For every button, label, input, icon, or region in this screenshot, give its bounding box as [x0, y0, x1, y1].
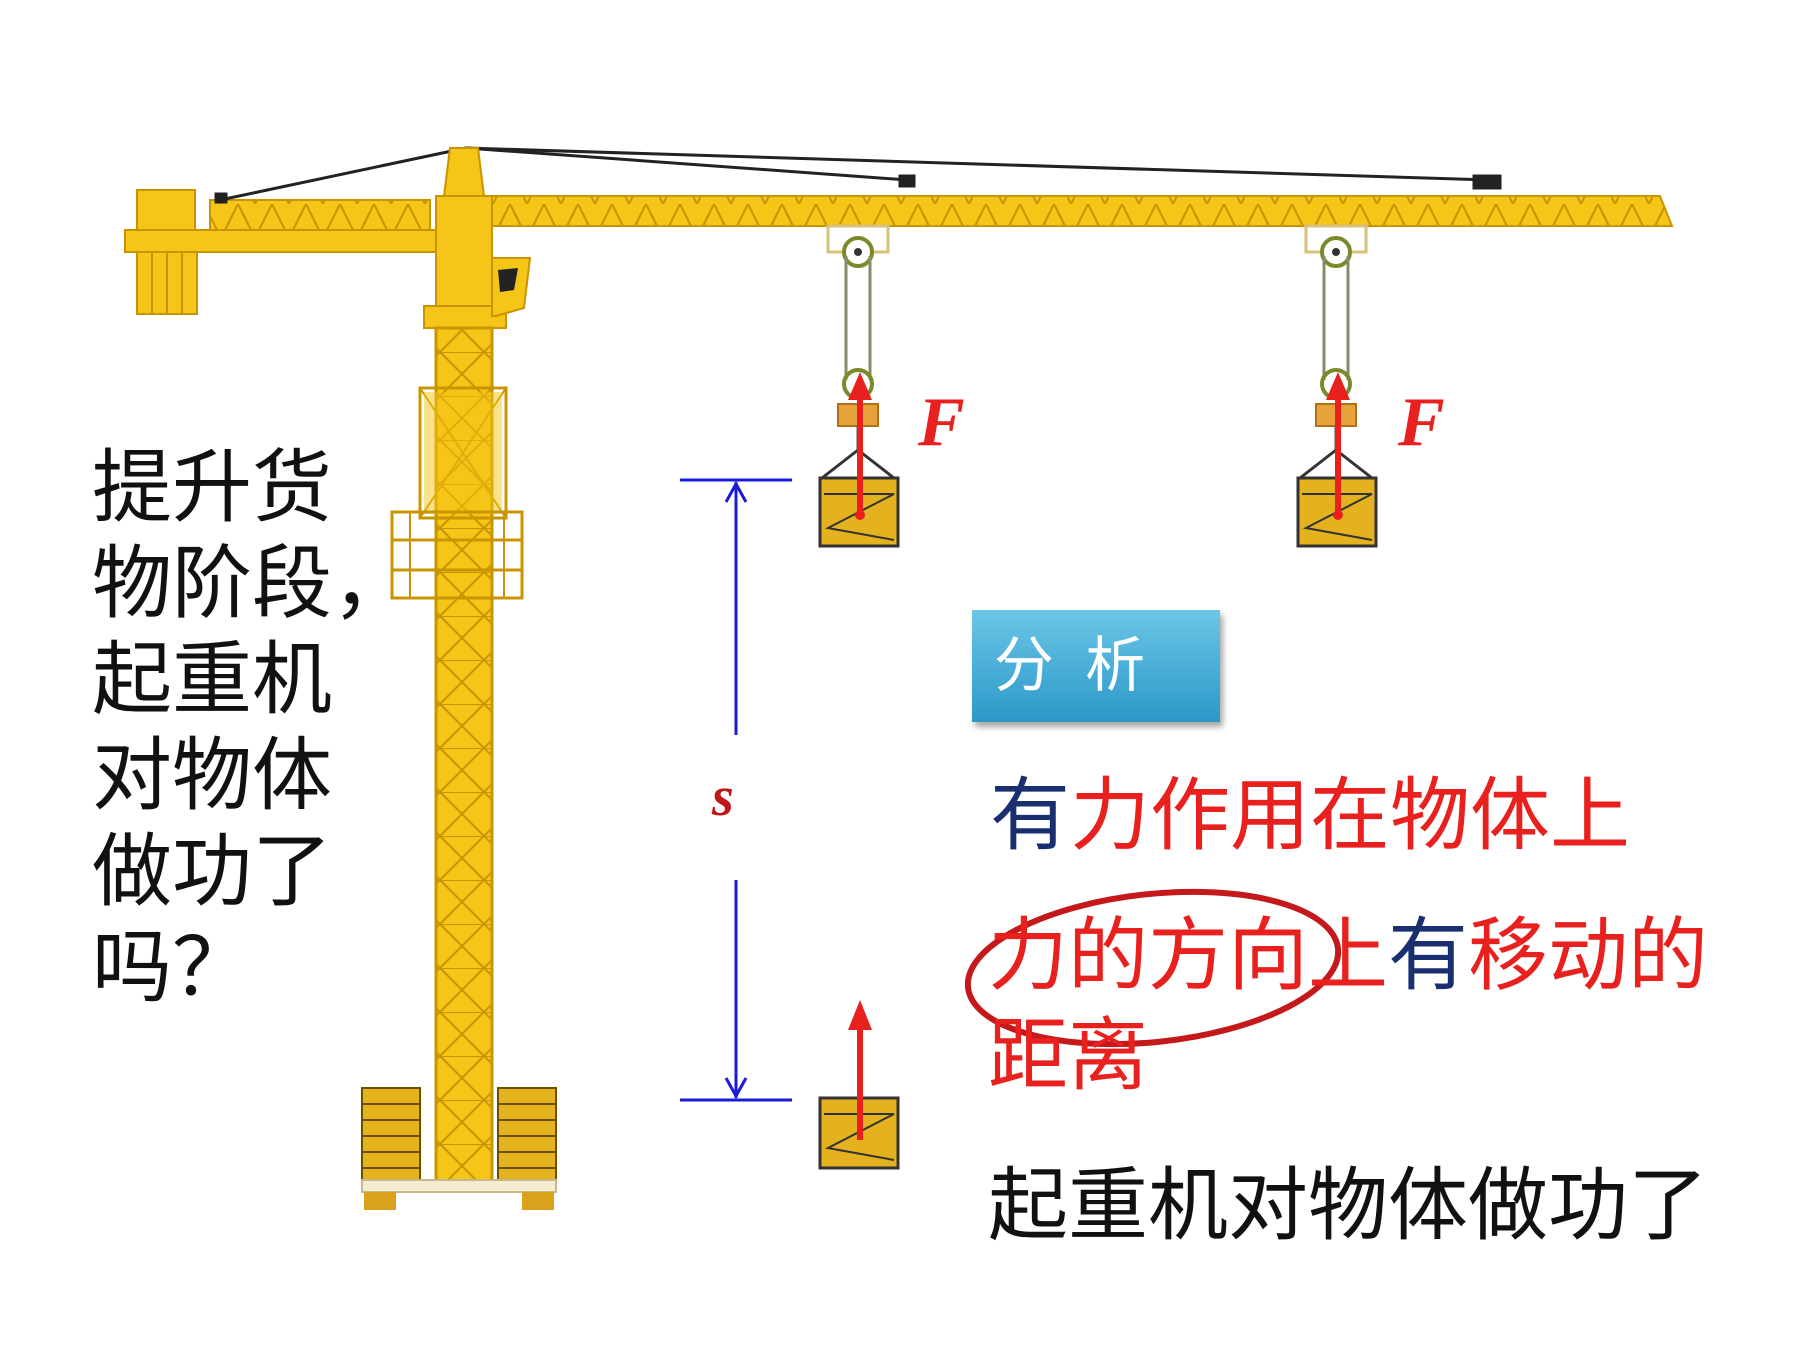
conclusion-text: 起重机对物体做功了: [988, 1159, 1708, 1252]
force-label-1: F: [917, 384, 965, 461]
question-line: 做功了: [92, 825, 332, 918]
point-text-part: 力作用在物体上: [1070, 769, 1630, 862]
distance-label: s: [711, 766, 734, 828]
question-line: 吗？: [92, 921, 252, 1014]
base-ballast-left: [361, 1087, 421, 1181]
point-distance-moved: 力的方向上有移动的: [988, 910, 1708, 1002]
question-line: 对物体: [92, 729, 332, 822]
highlight-circle: [964, 888, 1342, 1048]
point-text-part: 有: [1388, 909, 1468, 1002]
question-text: 提升货 物阶段， 起重机 对物体 做功了 吗？: [92, 440, 412, 1016]
tower-head: [423, 147, 532, 329]
point-distance-word: 距离: [988, 1009, 1148, 1102]
point-text-part: 移动的: [1468, 909, 1708, 1002]
tie-cables: [214, 146, 1502, 204]
jib: [469, 195, 1674, 227]
force-arrow-2: [1326, 372, 1350, 520]
question-line: 起重机: [92, 633, 332, 726]
point-text-part: 力的方向上: [988, 909, 1388, 1002]
question-line: 物阶段，: [92, 537, 412, 630]
force-arrow-ground: [848, 1000, 872, 1140]
tower-mast: [390, 326, 524, 1190]
operator-cab: [491, 257, 532, 317]
distance-indicator: [680, 478, 792, 1102]
counterweight: [136, 251, 198, 315]
platform: [390, 510, 524, 600]
crane-base: [361, 1087, 557, 1210]
counter-jib: [124, 189, 466, 315]
force-arrow-1: [848, 372, 872, 520]
point-text-part: 有: [990, 769, 1070, 862]
point-force-acts: 有力作用在物体上: [990, 770, 1630, 862]
force-label-2: F: [1397, 384, 1445, 461]
base-ballast-right: [497, 1087, 557, 1181]
question-line: 提升货: [92, 441, 332, 534]
climbing-frame: [418, 386, 508, 520]
analysis-button[interactable]: 分 析: [972, 610, 1220, 722]
